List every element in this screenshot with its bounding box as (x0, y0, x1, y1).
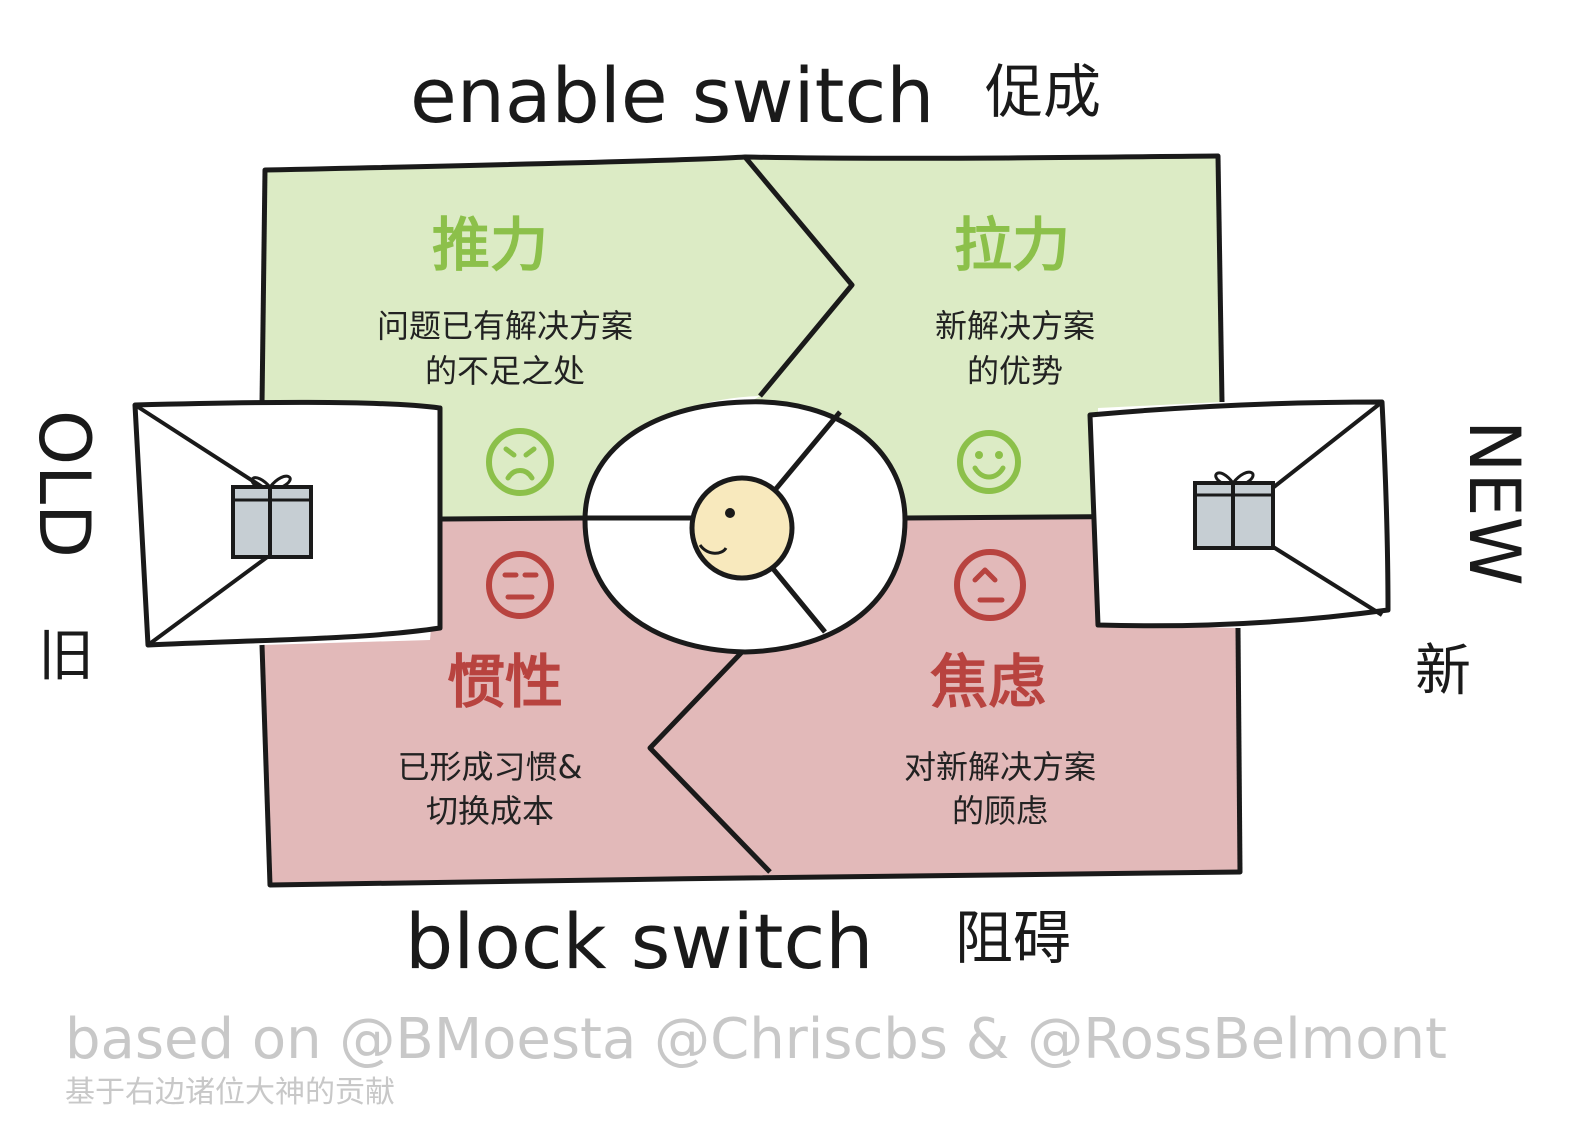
pull-line1: 新解决方案 (935, 307, 1095, 345)
neutral-face-icon (486, 551, 554, 619)
top-label-zh: 促成 (985, 58, 1101, 126)
habit-title: 惯性 (447, 648, 563, 716)
habit-line2: 切换成本 (426, 792, 554, 830)
bottom-label-zh: 阻碍 (955, 904, 1071, 972)
push-title: 推力 (432, 211, 548, 279)
push-line1: 问题已有解决方案 (377, 307, 633, 345)
smile-face-icon (957, 430, 1021, 494)
frown-face-icon (486, 428, 554, 496)
anxiety-title: 焦虑 (930, 648, 1046, 716)
pull-line2: 的优势 (967, 352, 1063, 390)
old-label-zh: 旧 (38, 624, 94, 689)
old-label-en: OLD (23, 410, 105, 558)
anxiety-line1: 对新解决方案 (904, 748, 1096, 786)
block-area (262, 516, 1240, 885)
worried-face-icon (954, 549, 1026, 621)
push-line2: 的不足之处 (425, 352, 585, 390)
pull-title: 拉力 (954, 211, 1070, 279)
person-icon (689, 475, 795, 581)
credit-zh: 基于右边诸位大神的贡献 (65, 1075, 395, 1110)
new-gift-icon (1193, 470, 1275, 550)
center-wheel (582, 399, 908, 655)
anxiety-line2: 的顾虑 (952, 792, 1048, 830)
old-gift-icon (231, 474, 313, 559)
enable-area (262, 157, 1222, 518)
new-label-zh: 新 (1415, 639, 1471, 704)
bottom-label-en: block switch (405, 897, 873, 986)
new-label-en: NEW (1453, 420, 1535, 586)
habit-line1: 已形成习惯& (398, 748, 583, 786)
top-label-en: enable switch (410, 51, 934, 140)
credit-en: based on @BMoesta @Chriscbs & @RossBelmo… (65, 1007, 1447, 1072)
